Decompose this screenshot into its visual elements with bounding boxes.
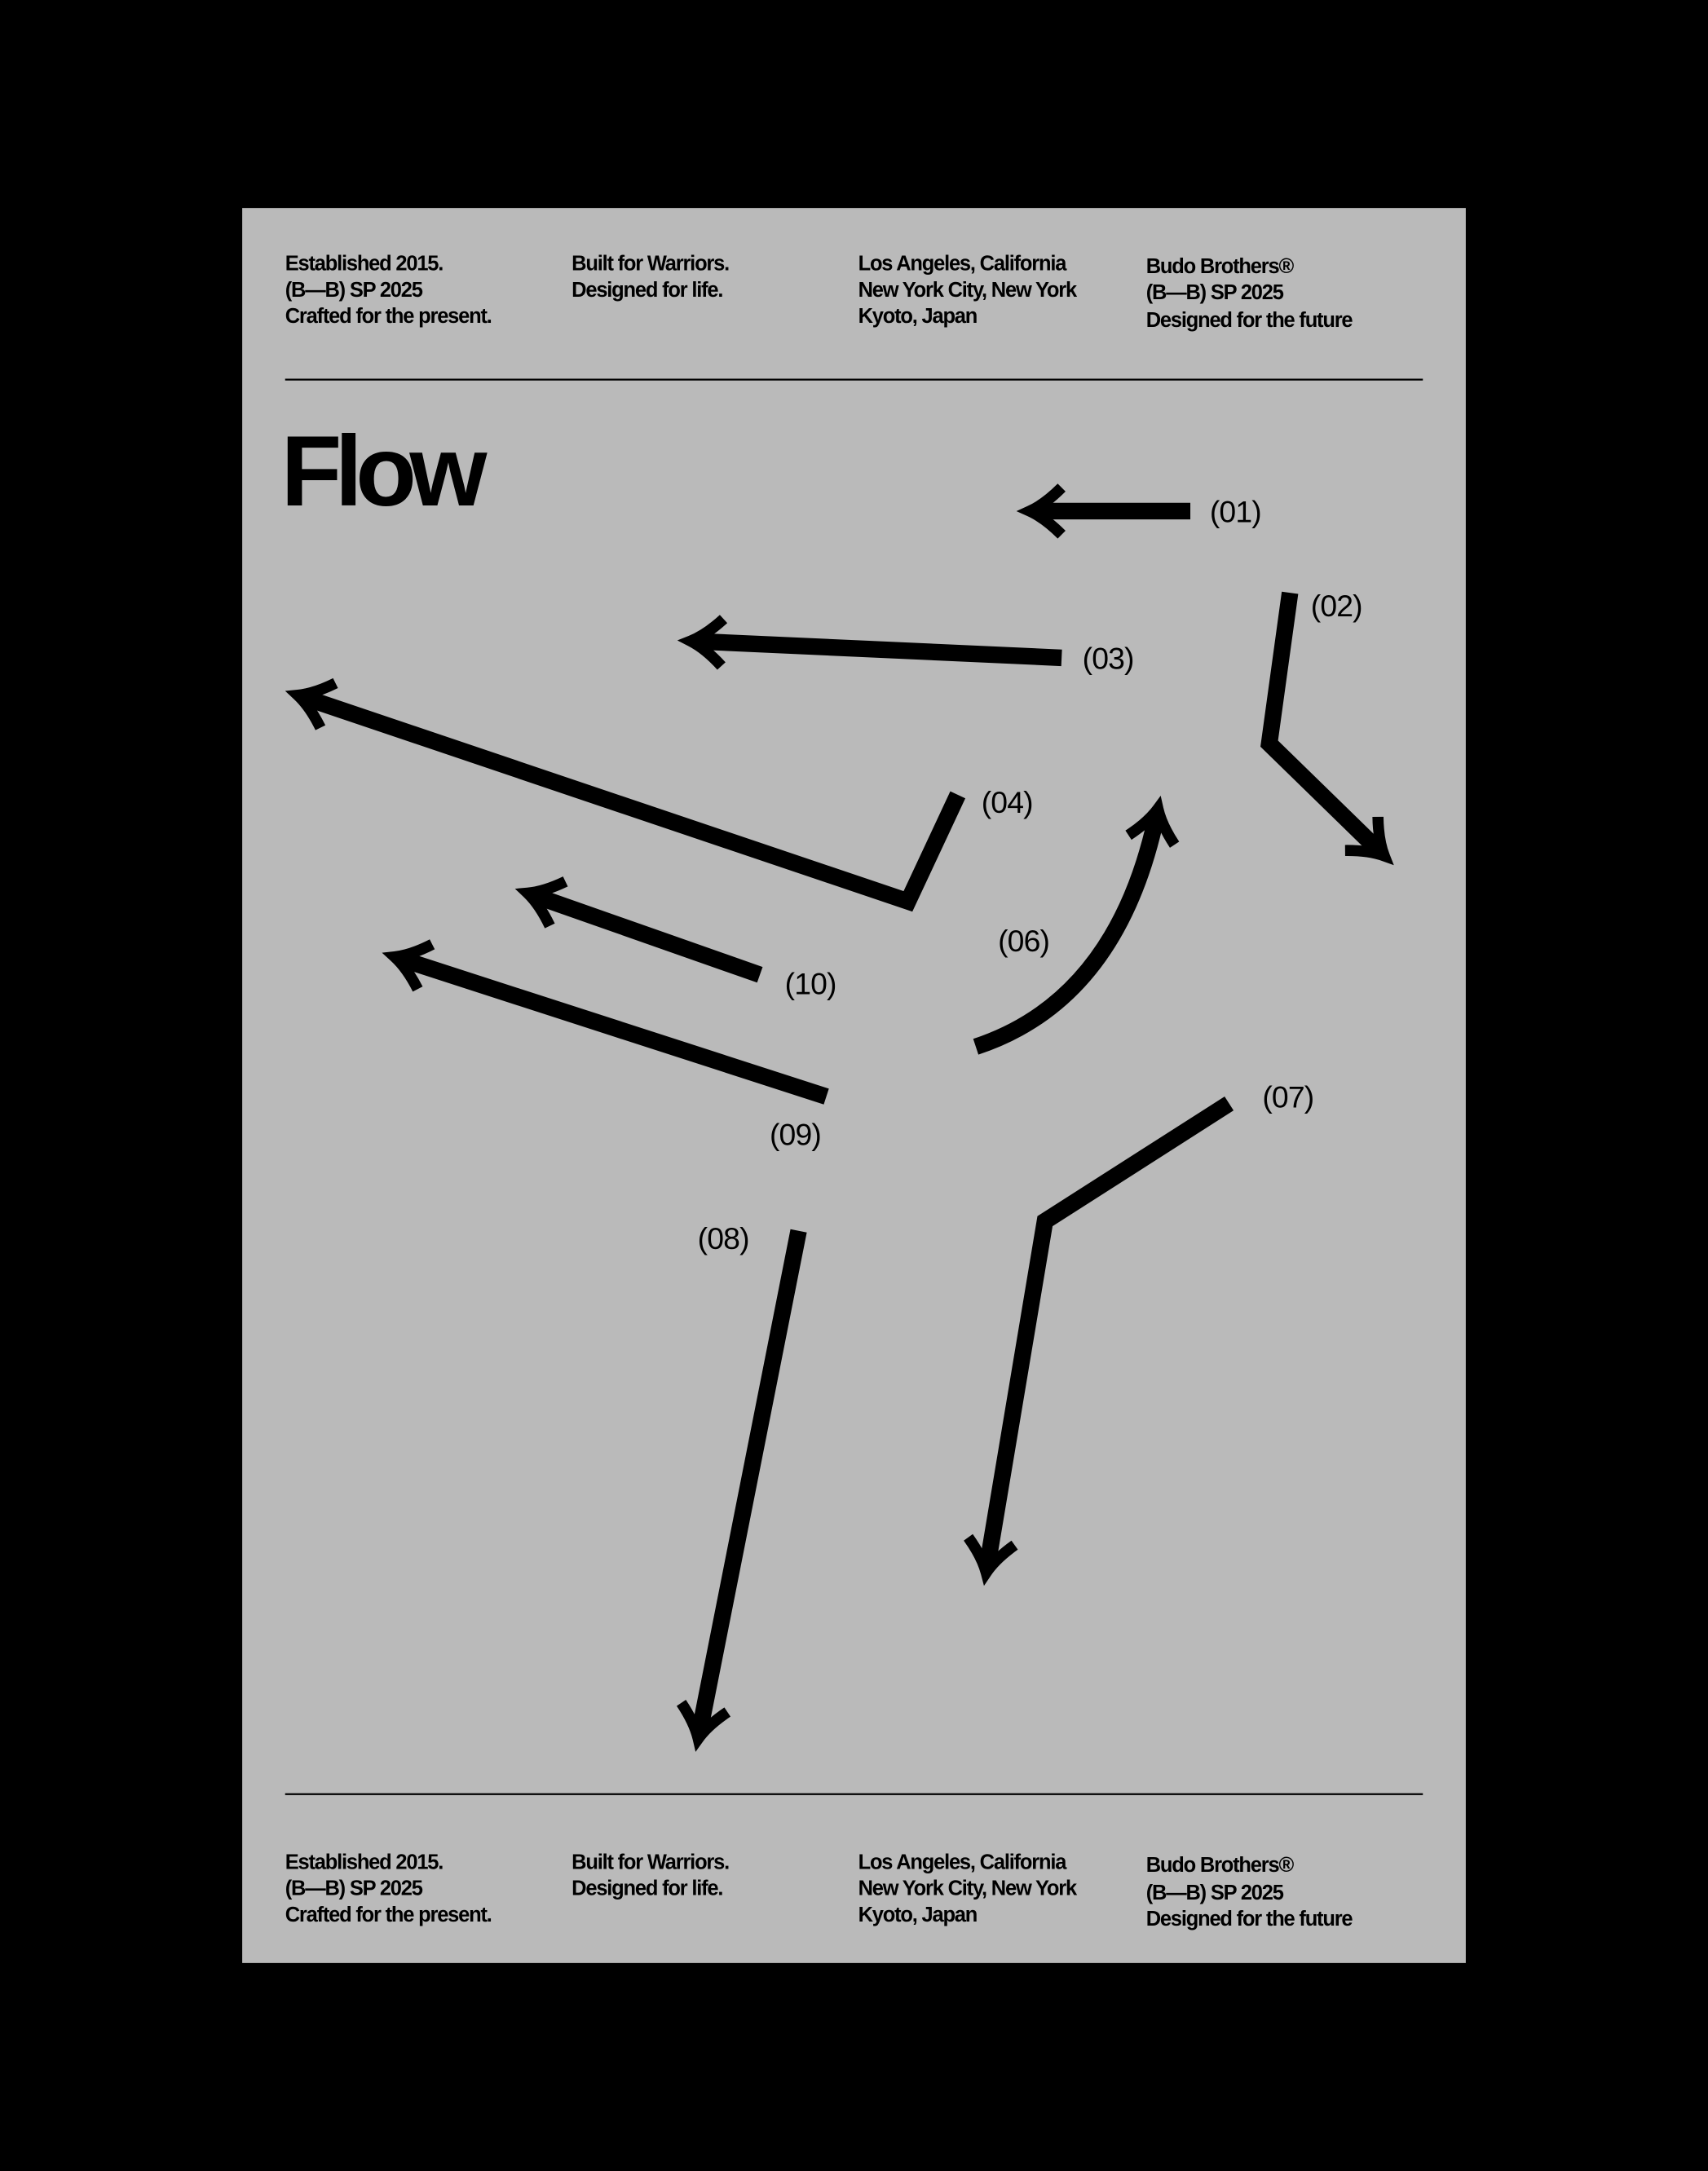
- header-col4-line1: Budo Brothers®: [1146, 255, 1295, 278]
- label-04: (04): [982, 785, 1033, 819]
- header-col4-line3: Designed for the future: [1146, 309, 1353, 332]
- label-06: (06): [998, 924, 1049, 958]
- footer: Established 2015. (B—B) SP 2025 Crafted …: [285, 1851, 1354, 1931]
- footer-col3-line1: Los Angeles, California: [858, 1851, 1068, 1873]
- footer-col4-line2: (B—B) SP 2025: [1146, 1882, 1284, 1904]
- footer-col2-line2: Designed for life.: [572, 1878, 722, 1900]
- arrow-04: [285, 677, 966, 912]
- label-03: (03): [1083, 641, 1134, 675]
- label-02: (02): [1311, 589, 1362, 623]
- header-col3-line2: New York City, New York: [858, 279, 1078, 302]
- label-09: (09): [770, 1118, 821, 1152]
- header-col1-line2: (B—B) SP 2025: [285, 279, 423, 302]
- label-08: (08): [698, 1221, 749, 1255]
- header-col2-line2: Designed for life.: [572, 279, 722, 302]
- arrows: [285, 483, 1394, 1752]
- arrow-07: [964, 1096, 1234, 1586]
- header-col3-line3: Kyoto, Japan: [858, 305, 978, 328]
- header-col4-line2: (B—B) SP 2025: [1146, 281, 1284, 304]
- arrow-labels: (01) (02) (03) (04) (06) (07) (08) (09) …: [698, 495, 1363, 1255]
- footer-col2-line1: Built for Warriors.: [572, 1851, 729, 1873]
- label-10: (10): [785, 966, 836, 1000]
- header: Established 2015. (B—B) SP 2025 Crafted …: [285, 253, 1354, 333]
- page-title: Flow: [281, 415, 488, 527]
- arrow-09: [382, 939, 829, 1105]
- footer-col4-line1: Budo Brothers®: [1146, 1854, 1295, 1877]
- footer-col1-line3: Crafted for the present.: [285, 1904, 492, 1926]
- arrow-02: [1260, 591, 1394, 866]
- footer-col3-line2: New York City, New York: [858, 1878, 1078, 1900]
- footer-col1-line1: Established 2015.: [285, 1851, 444, 1873]
- header-col3-line1: Los Angeles, California: [858, 253, 1068, 276]
- footer-col1-line2: (B—B) SP 2025: [285, 1878, 423, 1900]
- label-07: (07): [1262, 1080, 1313, 1114]
- label-01: (01): [1210, 495, 1261, 529]
- arrow-06: [973, 796, 1180, 1055]
- arrow-03: [677, 615, 1062, 670]
- header-col1-line1: Established 2015.: [285, 253, 444, 276]
- arrow-08: [676, 1229, 807, 1752]
- arrow-10: [514, 876, 763, 983]
- header-col1-line3: Crafted for the present.: [285, 305, 492, 328]
- footer-col3-line3: Kyoto, Japan: [858, 1904, 978, 1926]
- header-col2-line1: Built for Warriors.: [572, 253, 729, 276]
- footer-col4-line3: Designed for the future: [1146, 1908, 1353, 1931]
- poster: [242, 208, 1466, 1963]
